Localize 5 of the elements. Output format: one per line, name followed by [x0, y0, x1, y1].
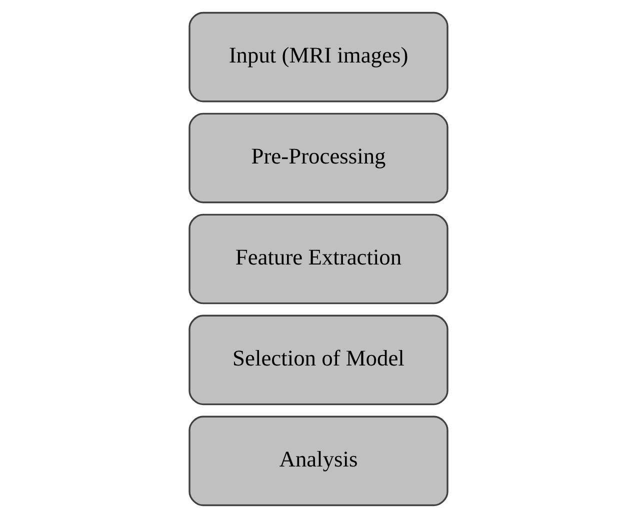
node-box: Input (MRI images) [188, 12, 448, 102]
node-box: Pre-Processing [188, 112, 448, 204]
node-box: Analysis [188, 416, 448, 506]
node-box: Feature Extraction [188, 214, 448, 304]
node-box: Selection of Model [188, 314, 448, 406]
